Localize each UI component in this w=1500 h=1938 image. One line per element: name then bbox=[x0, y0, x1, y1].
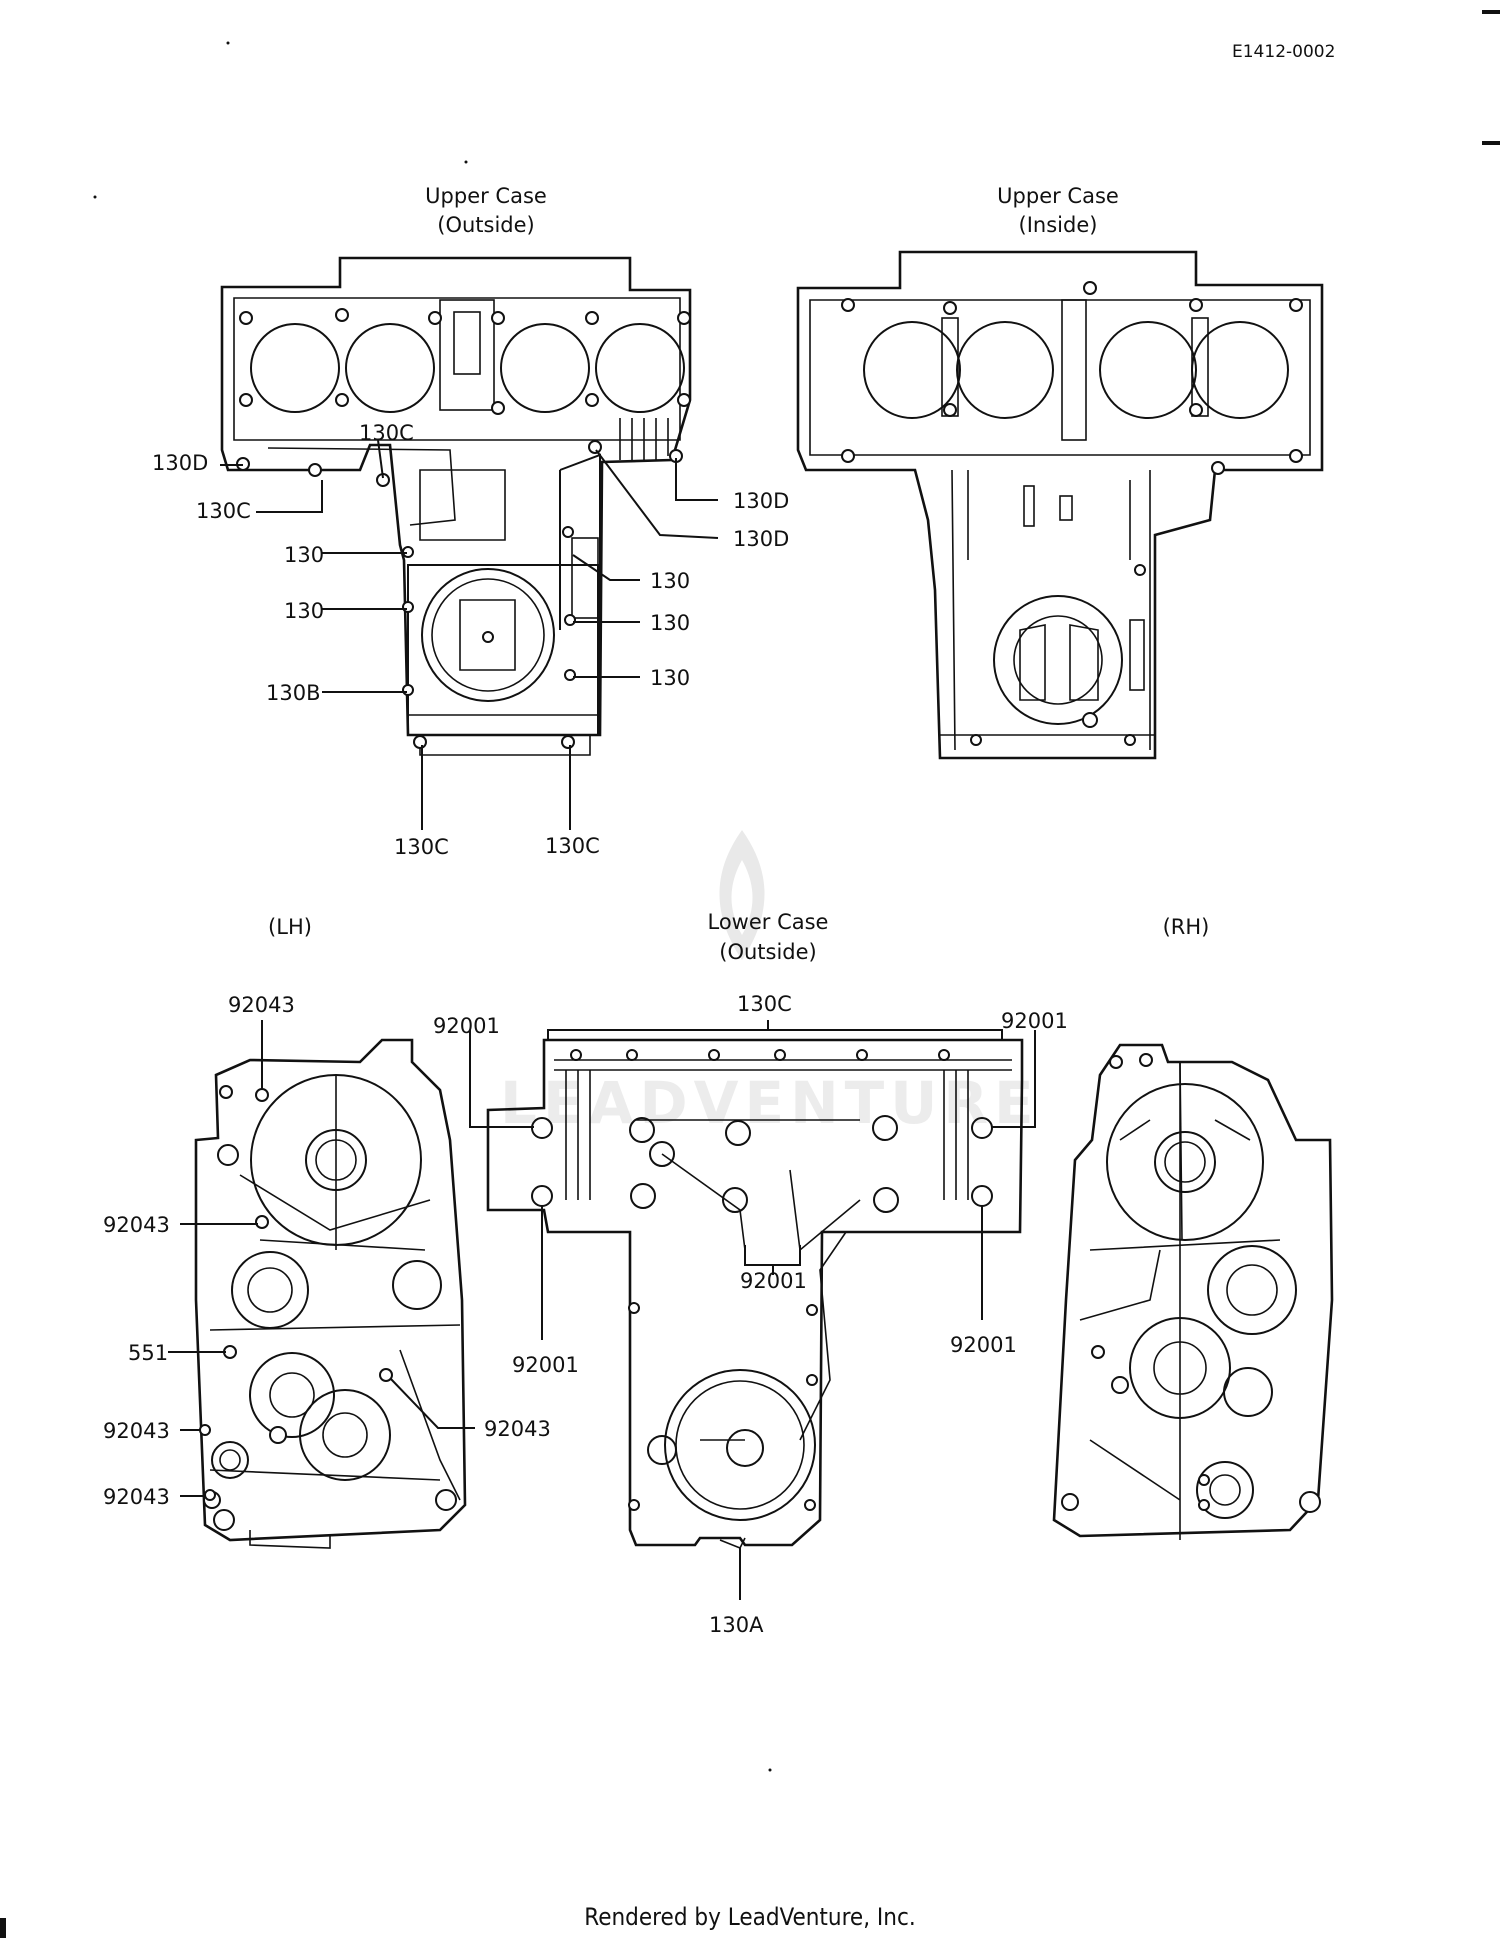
upper-inside-title-line1: Upper Case bbox=[997, 184, 1119, 208]
lower-outside-leader-lines bbox=[469, 1020, 1036, 1600]
lh-title: (LH) bbox=[268, 915, 312, 939]
callout-92001: 92001 bbox=[512, 1353, 579, 1377]
scan-speck bbox=[226, 41, 230, 45]
callout-92043: 92043 bbox=[103, 1485, 170, 1509]
callout-130: 130 bbox=[650, 666, 690, 690]
callout-130D: 130D bbox=[152, 451, 208, 475]
upper-inside-crankcase-drawing bbox=[796, 250, 1324, 760]
edge-mark bbox=[1482, 10, 1500, 14]
lh-crankcase-drawing bbox=[194, 1038, 467, 1549]
upper-case-inside-view: Upper Case (Inside) bbox=[796, 184, 1324, 760]
scan-speck bbox=[464, 160, 468, 164]
callout-130: 130 bbox=[284, 599, 324, 623]
callout-92001: 92001 bbox=[950, 1333, 1017, 1357]
callout-130B: 130B bbox=[266, 681, 321, 705]
callout-130C: 130C bbox=[394, 835, 449, 859]
upper-outside-title-line2: (Outside) bbox=[437, 213, 534, 237]
callout-130C: 130C bbox=[545, 834, 600, 858]
document-code: E1412-0002 bbox=[1232, 42, 1335, 62]
scan-speck bbox=[768, 1768, 772, 1772]
callout-130: 130 bbox=[284, 543, 324, 567]
rh-crankcase-drawing bbox=[1052, 1043, 1334, 1540]
callout-92043: 92043 bbox=[484, 1417, 551, 1441]
rh-view: (RH) bbox=[1052, 915, 1334, 1540]
callout-92001: 92001 bbox=[433, 1014, 500, 1038]
callout-130: 130 bbox=[650, 569, 690, 593]
callout-130C: 130C bbox=[196, 499, 251, 523]
edge-mark bbox=[1482, 141, 1500, 145]
rh-title: (RH) bbox=[1163, 915, 1210, 939]
callout-130A: 130A bbox=[709, 1613, 764, 1637]
callout-551: 551 bbox=[128, 1341, 168, 1365]
lh-leader-lines bbox=[168, 1020, 475, 1497]
callout-130C: 130C bbox=[737, 992, 792, 1016]
footer-credit: Rendered by LeadVenture, Inc. bbox=[584, 1903, 915, 1931]
lower-outside-crankcase-drawing bbox=[486, 1038, 1024, 1550]
scan-speck bbox=[93, 195, 97, 199]
lower-outside-callouts: 92001 130C 92001 92001 92001 92001 130A bbox=[433, 992, 1068, 1637]
callout-130: 130 bbox=[650, 611, 690, 635]
callout-92043: 92043 bbox=[103, 1419, 170, 1443]
callout-92001: 92001 bbox=[1001, 1009, 1068, 1033]
lower-case-outside-view: Lower Case (Outside) bbox=[433, 910, 1068, 1637]
upper-outside-title-line1: Upper Case bbox=[425, 184, 547, 208]
lower-outside-title-line2: (Outside) bbox=[719, 940, 816, 964]
upper-outside-callouts: 130D 130C 130C 130 130 130B 130C 130C 13… bbox=[152, 421, 789, 859]
edge-mark bbox=[0, 1918, 6, 1938]
callout-92043: 92043 bbox=[228, 993, 295, 1017]
callout-92043: 92043 bbox=[103, 1213, 170, 1237]
lh-view: (LH) bbox=[103, 915, 551, 1549]
lower-outside-title-line1: Lower Case bbox=[708, 910, 829, 934]
callout-130C: 130C bbox=[359, 421, 414, 445]
callout-130D: 130D bbox=[733, 527, 789, 551]
upper-case-outside-view: Upper Case (Outside) bbox=[152, 184, 789, 859]
upper-outside-leader-lines bbox=[220, 439, 719, 830]
callout-130D: 130D bbox=[733, 489, 789, 513]
lh-callouts: 92043 92043 551 92043 92043 92043 bbox=[103, 993, 551, 1509]
upper-inside-title-line2: (Inside) bbox=[1019, 213, 1098, 237]
watermark-text: LEADVENTURE bbox=[500, 1069, 1040, 1137]
watermark: LEADVENTURE bbox=[500, 830, 1040, 1137]
callout-92001: 92001 bbox=[740, 1269, 807, 1293]
